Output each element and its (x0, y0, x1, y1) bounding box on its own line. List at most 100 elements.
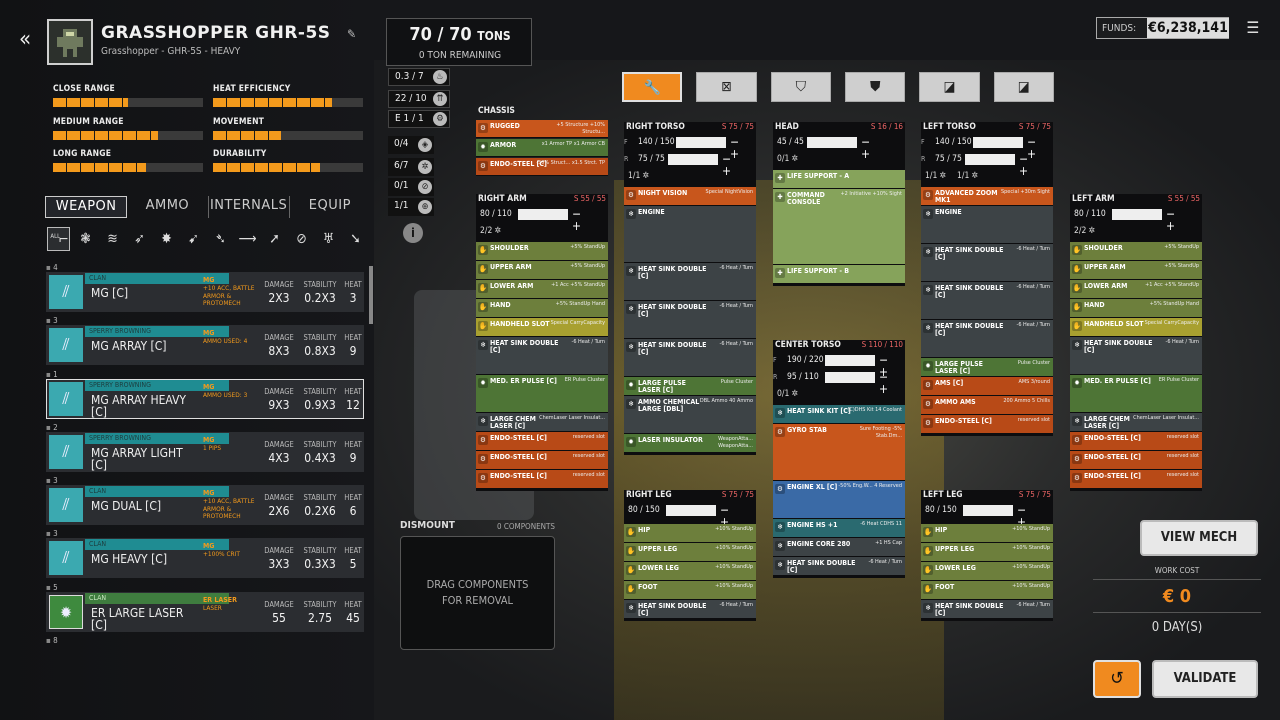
component-slot[interactable]: ❄ENGINE (921, 206, 1053, 244)
armor-adjust-buttons[interactable]: −+ (879, 353, 892, 379)
component-slot[interactable]: ❄ENGINE CORE 280+1 HS Cap (773, 538, 905, 557)
filter-missile-icon[interactable]: ➹ (188, 231, 199, 247)
x-square-icon[interactable]: ⊠ (696, 72, 757, 102)
component-slot[interactable]: ❄ENGINE (624, 206, 756, 263)
component-slot[interactable]: ⚙ENDO-STEEL [C]reserved slot (1070, 451, 1202, 470)
filter-all-button[interactable]: ALL⌐ (47, 227, 71, 251)
chassis-slot[interactable]: ⚙RUGGED+5 Structure +10% Structu... (476, 120, 608, 138)
back-icon[interactable]: « (18, 27, 32, 52)
armor-adjust-buttons[interactable]: −+ (1017, 503, 1030, 529)
component-slot[interactable]: ✋LOWER ARM+1 Acc +5% StandUp (1070, 280, 1202, 299)
armor-adjust-buttons[interactable]: −+ (722, 152, 735, 178)
armor-adjust-buttons[interactable]: −+ (1166, 207, 1179, 233)
component-slot[interactable]: ❄HEAT SINK DOUBLE [C]-6 Heat / Turn (624, 263, 756, 301)
component-slot[interactable]: ❄HEAT SINK DOUBLE [C]-6 Heat / Turn (773, 557, 905, 576)
component-slot[interactable]: ✋FOOT+10% StandUp (921, 581, 1053, 600)
component-slot[interactable]: ✹MED. ER PULSE [C]ER Pulse Cluster (476, 375, 608, 413)
component-slot[interactable]: ✋HIP+10% StandUp (921, 524, 1053, 543)
component-slot[interactable]: ✹LARGE PULSE LASER [C]Pulse Cluster (624, 377, 756, 396)
component-slot[interactable]: ⚙ENGINE XL [C]-50% Eng.W... 4 Reserved (773, 481, 905, 519)
armor-adjust-buttons[interactable]: −+ (861, 135, 874, 161)
component-slot[interactable]: ❄HEAT SINK DOUBLE [C]-6 Heat / Turn (921, 600, 1053, 619)
component-slot[interactable]: ❄ENGINE HS +1-6 Heat CDHS 11 (773, 519, 905, 538)
slash-icon[interactable]: ◪ (993, 72, 1055, 102)
filter-srm-icon[interactable]: ➴ (215, 231, 226, 247)
component-slot[interactable]: ✹MED. ER PULSE [C]ER Pulse Cluster (1070, 375, 1202, 413)
component-slot[interactable]: ❄HEAT SINK DOUBLE [C]-6 Heat / Turn (921, 282, 1053, 320)
component-slot[interactable]: ✋UPPER LEG+10% StandUp (624, 543, 756, 562)
filter-rifle-icon[interactable]: ➘ (350, 231, 361, 247)
component-slot[interactable]: ❄HEAT SINK DOUBLE [C]-6 Heat / Turn (921, 244, 1053, 282)
info-icon[interactable]: i (403, 223, 423, 243)
component-slot[interactable]: ✹LARGE PULSE LASER [C]Pulse Cluster (921, 358, 1053, 377)
filter-flak-icon[interactable]: ✸ (161, 231, 172, 247)
undo-icon[interactable]: ↺ (1093, 660, 1141, 698)
component-slot[interactable]: ✋HIP+10% StandUp (624, 524, 756, 543)
component-slot[interactable]: ❄HEAT SINK KIT [C](C)DHS Kit 14 Coolant (773, 405, 905, 424)
tab-equip[interactable]: EQUIP (308, 198, 351, 213)
armor-adjust-buttons[interactable]: −+ (720, 503, 733, 529)
component-slot[interactable]: ⚙ENDO-STEEL [C]reserved slot (476, 451, 608, 470)
component-slot[interactable]: ❄HEAT SINK DOUBLE [C]-6 Heat / Turn (624, 339, 756, 377)
armor-adjust-buttons[interactable]: −+ (1019, 152, 1032, 178)
component-slot[interactable]: ❄HEAT SINK DOUBLE [C]-6 Heat / Turn (921, 320, 1053, 358)
component-slot[interactable]: ❄AMMO CHEMICAL LARGE [DBL]DBL Ammo 40 Am… (624, 396, 756, 434)
component-slot[interactable]: ✋UPPER ARM+5% StandUp (476, 261, 608, 280)
dismount-dropzone[interactable]: DRAG COMPONENTS FOR REMOVAL (400, 536, 555, 650)
filter-cannon-icon[interactable]: ⟶ (238, 231, 257, 247)
component-slot[interactable]: ❄LARGE CHEM LASER [C]ChemLaser Laser Ins… (476, 413, 608, 432)
component-slot[interactable]: ✋HAND+5% StandUp Hand (476, 299, 608, 318)
component-slot[interactable]: ✚LIFE SUPPORT - A (773, 170, 905, 189)
component-slot[interactable]: ⚙ENDO-STEEL [C]reserved slot (476, 470, 608, 489)
armor-adjust-buttons[interactable]: −+ (1027, 135, 1040, 161)
component-slot[interactable]: ⚙ENDO-STEEL [C]reserved slot (476, 432, 608, 451)
component-slot[interactable]: ✋LOWER ARM+1 Acc +5% StandUp (476, 280, 608, 299)
slash-icon[interactable]: ◪ (919, 72, 980, 102)
edit-icon[interactable]: ✎ (347, 27, 357, 41)
tab-internals[interactable]: INTERNALS (209, 196, 290, 218)
component-slot[interactable]: ❄HEAT SINK DOUBLE [C]-6 Heat / Turn (1070, 337, 1202, 375)
component-slot[interactable]: ⚙ENDO-STEEL [C]reserved slot (921, 415, 1053, 434)
component-slot[interactable]: ❄HEAT SINK DOUBLE [C]-6 Heat / Turn (624, 301, 756, 339)
filter-beam-icon[interactable]: ≋ (107, 231, 118, 247)
component-slot[interactable]: ⚙ENDO-STEEL [C]reserved slot (1070, 432, 1202, 451)
component-slot[interactable]: ✋LOWER LEG+10% StandUp (624, 562, 756, 581)
component-slot[interactable]: ❄HEAT SINK DOUBLE [C]-6 Heat / Turn (476, 337, 608, 375)
component-slot[interactable]: ✋SHOULDER+5% StandUp (1070, 242, 1202, 261)
tab-ammo[interactable]: AMMO (127, 196, 209, 218)
component-slot[interactable]: ⚙ENDO-STEEL [C]reserved slot (1070, 470, 1202, 489)
chassis-slot[interactable]: ⚙ENDO-STEEL [C]-50% Struct... x1.5 Strct… (476, 158, 608, 176)
armor-adjust-buttons[interactable]: −+ (572, 207, 585, 233)
component-slot[interactable]: ✚LIFE SUPPORT - B (773, 265, 905, 284)
component-slot[interactable]: ✋FOOT+10% StandUp (624, 581, 756, 600)
validate-button[interactable]: VALIDATE (1152, 660, 1258, 698)
component-slot[interactable]: ✋UPPER LEG+10% StandUp (921, 543, 1053, 562)
filter-melee-icon[interactable]: ⊘ (296, 231, 307, 247)
component-slot[interactable]: ❄HEAT SINK DOUBLE [C]-6 Heat / Turn (624, 600, 756, 619)
component-slot[interactable]: ✋LOWER LEG+10% StandUp (921, 562, 1053, 581)
filter-ballistic-icon[interactable]: ➶ (134, 231, 145, 247)
armor-adjust-buttons[interactable]: −+ (879, 370, 892, 396)
filter-cluster-icon[interactable]: ❃ (80, 231, 91, 247)
component-slot[interactable]: ✋SHOULDER+5% StandUp (476, 242, 608, 261)
filter-rocket-icon[interactable]: ➚ (269, 231, 280, 247)
component-slot[interactable]: ⚙AMS [C]AMS 3/round (921, 377, 1053, 396)
filter-wing-icon[interactable]: ♅ (322, 231, 335, 247)
shield-icon[interactable]: ⛊ (845, 72, 906, 102)
component-slot[interactable]: ✋HAND+5% StandUp Hand (1070, 299, 1202, 318)
armor-adjust-buttons[interactable]: −+ (730, 135, 743, 161)
